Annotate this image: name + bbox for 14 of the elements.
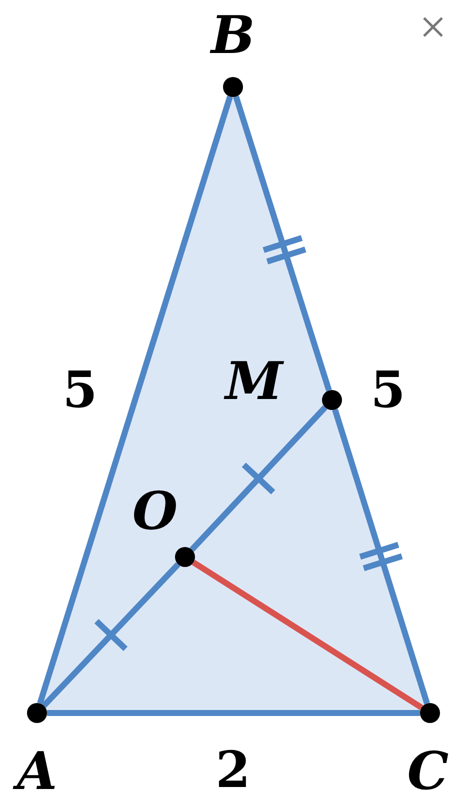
line-segment: [190, 405, 328, 552]
line-segment: [332, 408, 430, 704]
point-label: M: [225, 356, 283, 408]
side-length-label: 5: [62, 365, 98, 415]
point-label: O: [132, 486, 178, 538]
point-label: C: [407, 746, 449, 798]
line-segment: [233, 96, 332, 392]
side-length-label: 5: [370, 365, 406, 415]
line-segment: [47, 710, 420, 716]
line-segment: [37, 96, 233, 704]
line-segment: [42, 562, 180, 708]
side-length-label: 2: [216, 745, 250, 795]
line-segment: [192, 560, 424, 710]
point-label: B: [211, 10, 255, 62]
